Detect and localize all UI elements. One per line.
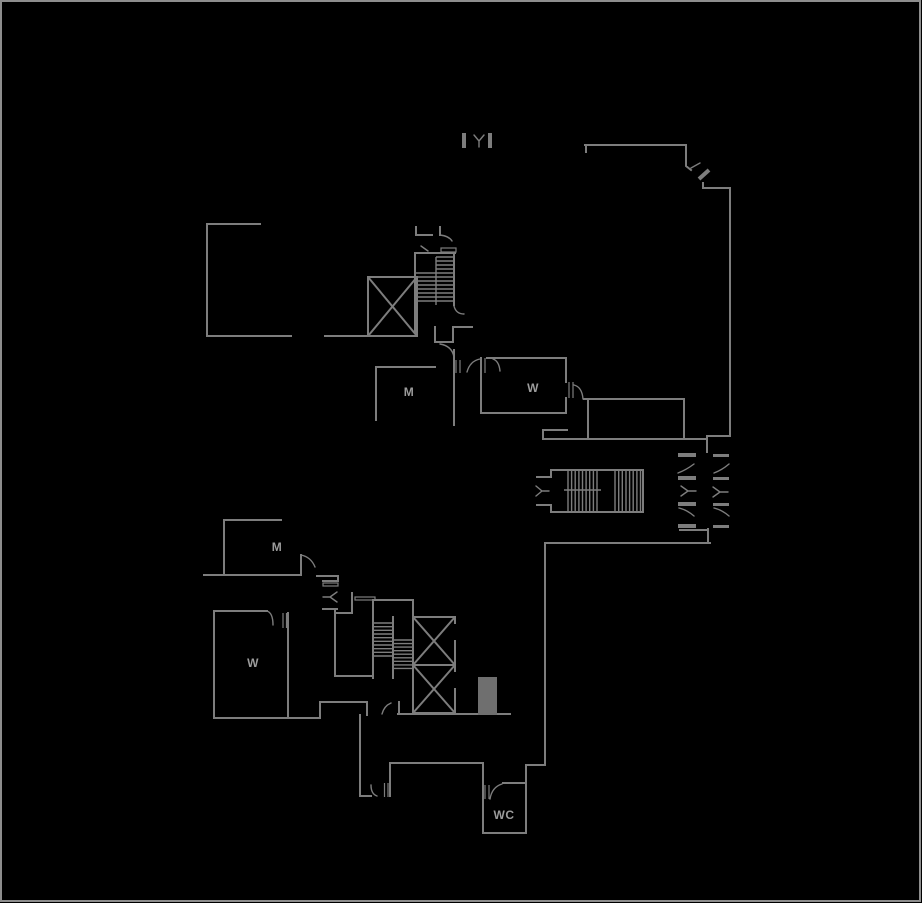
double-door-symbols xyxy=(322,134,729,603)
door-jambs xyxy=(282,247,574,799)
duct-shaft xyxy=(478,677,497,715)
door-swings xyxy=(266,162,730,800)
room-label-m-upper: M xyxy=(404,385,415,399)
door-leaf-diagonal xyxy=(697,168,711,181)
room-label-m-lower: M xyxy=(272,540,283,554)
room-label-wc: WC xyxy=(494,808,515,822)
room-labels: M W M W WC xyxy=(247,381,539,822)
jamb-bars xyxy=(462,133,729,528)
room-label-w-upper: W xyxy=(527,381,539,395)
walls xyxy=(203,144,731,834)
door-lintel xyxy=(440,247,457,253)
door-lintel xyxy=(354,596,376,601)
stair-treads xyxy=(373,256,642,670)
door-lintel xyxy=(322,582,339,587)
elevator-shafts xyxy=(367,276,456,714)
room-label-w-lower: W xyxy=(247,656,259,670)
